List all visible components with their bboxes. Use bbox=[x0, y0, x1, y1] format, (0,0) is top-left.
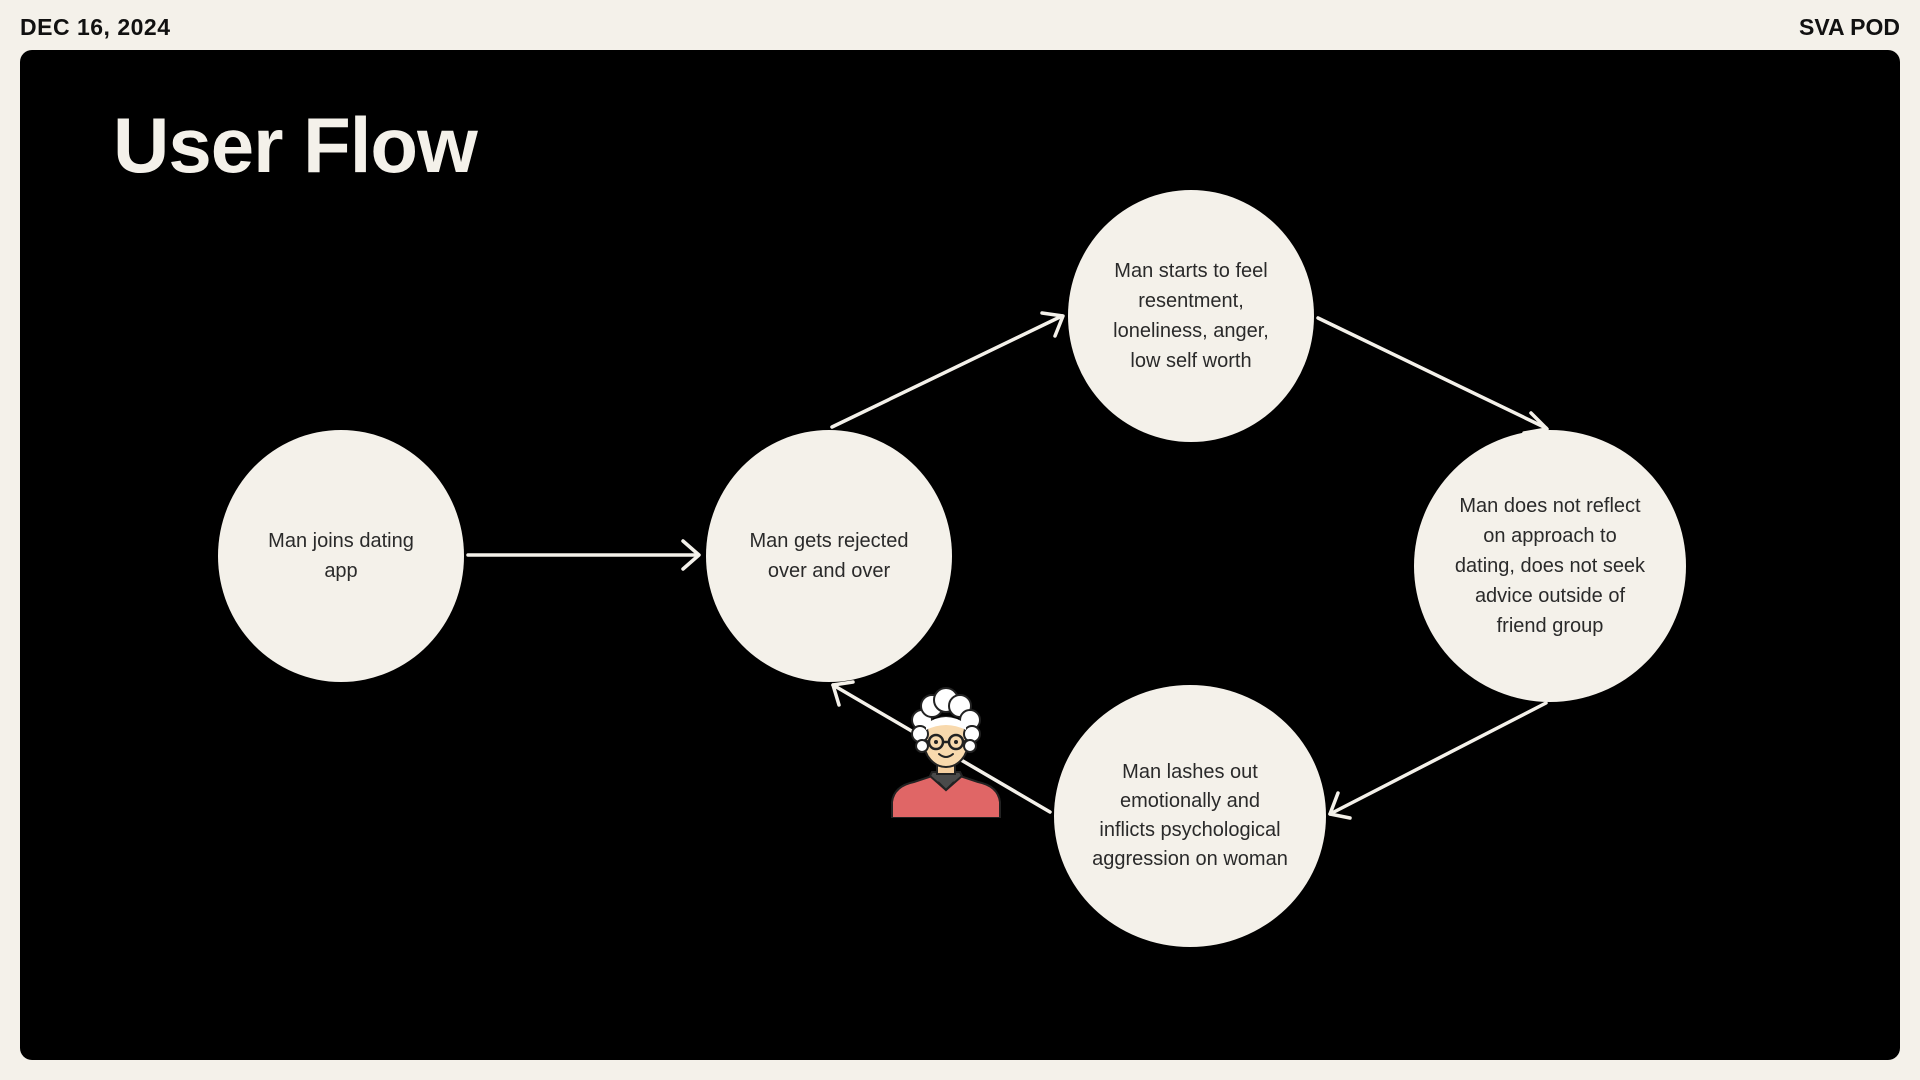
header-date: DEC 16, 2024 bbox=[20, 14, 171, 40]
flow-node-join-app: Man joins dating app bbox=[218, 430, 464, 682]
person-with-glasses-icon bbox=[891, 687, 1001, 818]
arrow-icon bbox=[1328, 701, 1548, 820]
flow-node-lashes-out: Man lashes out emotionally and inflicts … bbox=[1054, 685, 1326, 947]
arrow-icon bbox=[466, 539, 701, 571]
flow-node-label: Man does not reflect on approach to dati… bbox=[1454, 495, 1646, 637]
diagram-panel: User Flow bbox=[20, 50, 1900, 1060]
arrow-icon bbox=[1316, 316, 1549, 435]
arrow-icon bbox=[830, 311, 1065, 429]
page-title: User Flow bbox=[113, 101, 478, 189]
flow-arrows bbox=[466, 311, 1549, 820]
flow-node-label: Man joins dating app bbox=[268, 530, 414, 582]
flow-node-label: Man lashes out emotionally and inflicts … bbox=[1092, 761, 1288, 870]
flow-node-rejected: Man gets rejected over and over bbox=[706, 430, 952, 682]
flow-node-label: Man starts to feel resentment, lonelines… bbox=[1113, 260, 1269, 372]
flow-node-no-reflection: Man does not reflect on approach to dati… bbox=[1414, 430, 1686, 702]
flow-node-resentment: Man starts to feel resentment, lonelines… bbox=[1068, 190, 1314, 442]
flow-node-label: Man gets rejected over and over bbox=[749, 530, 909, 582]
header-brand: SVA POD bbox=[1799, 14, 1900, 40]
